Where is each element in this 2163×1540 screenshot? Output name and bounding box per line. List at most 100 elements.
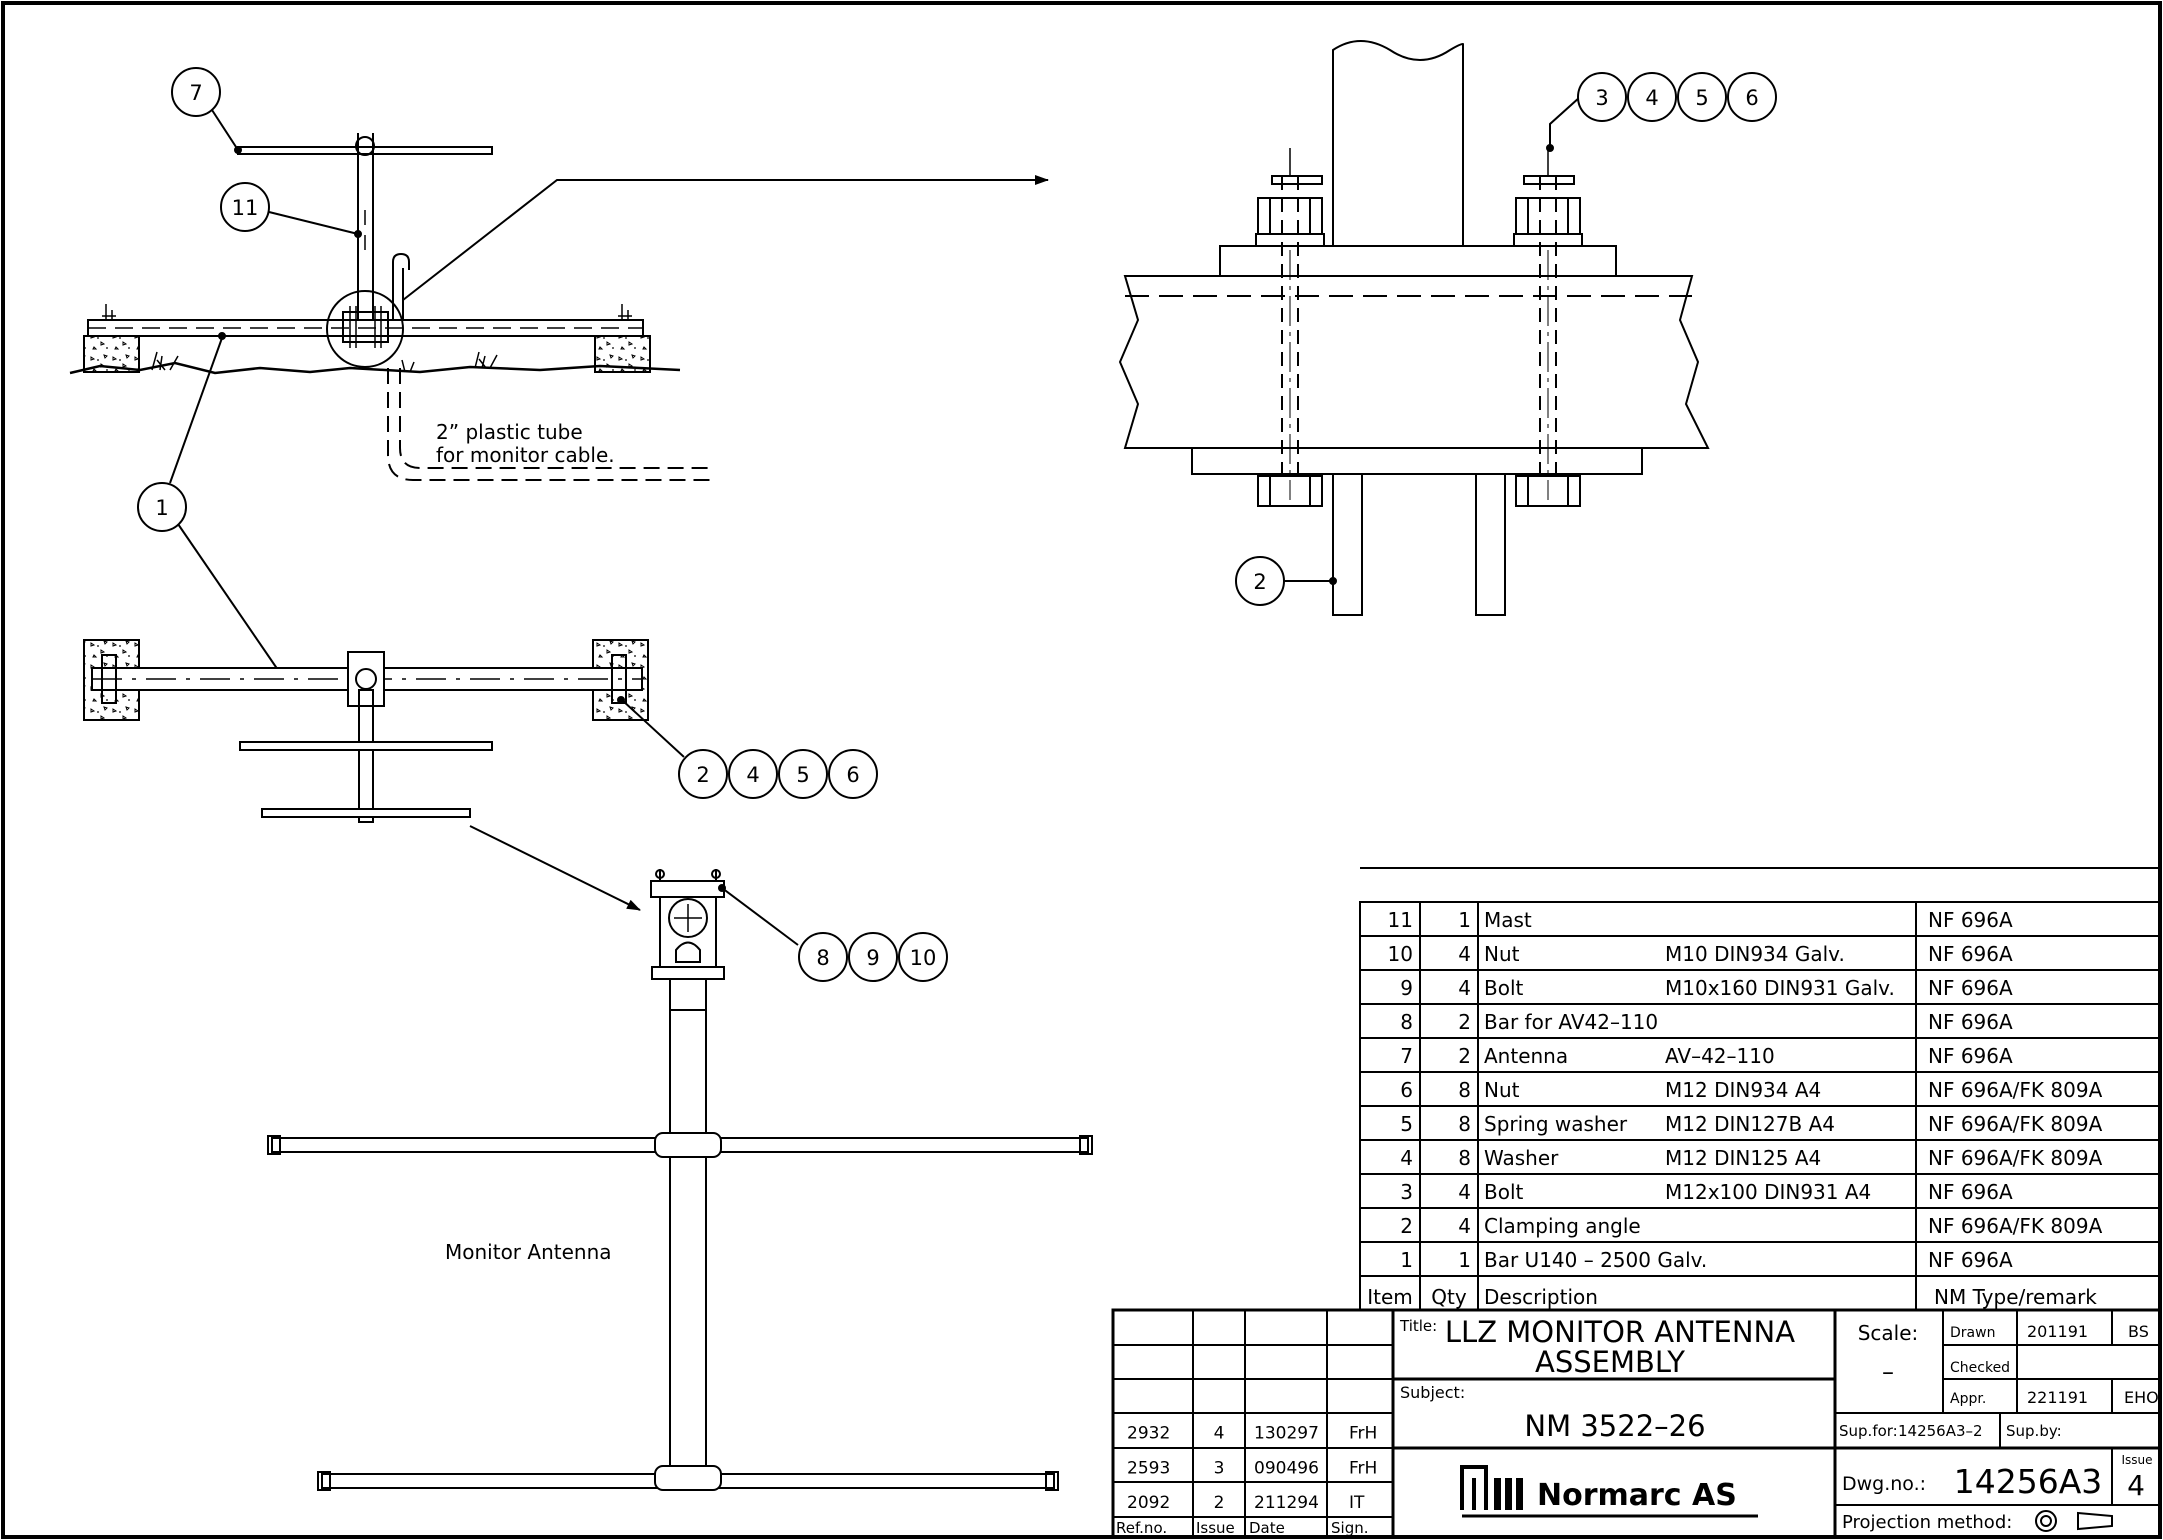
parts-item: 1 [1400, 1248, 1413, 1272]
rev-date: 130297 [1254, 1424, 1319, 1444]
drawn-date: 201191 [2027, 1322, 2088, 1341]
rev-header-ref: Ref.no. [1116, 1519, 1167, 1537]
callout-7-label: 7 [189, 81, 202, 105]
parts-spec: M12 DIN125 A4 [1665, 1146, 1821, 1170]
projection-label: Projection method: [1842, 1512, 2012, 1533]
callout-2456-label: 4 [746, 763, 759, 787]
parts-qty: 4 [1458, 1180, 1471, 1204]
normarc-logo-icon [1460, 1465, 1523, 1510]
monitor-antenna-label: Monitor Antenna [445, 1240, 612, 1264]
rev-header-issue: Issue [1196, 1519, 1235, 1537]
callout-7 [171, 67, 242, 154]
parts-qty: 8 [1458, 1078, 1471, 1102]
rev-ref: 2932 [1127, 1424, 1170, 1444]
parts-type: NF 696A [1928, 976, 2013, 1000]
parts-item: 5 [1400, 1112, 1413, 1136]
parts-desc: Clamping angle [1484, 1214, 1641, 1238]
subject-label: Subject: [1400, 1383, 1465, 1402]
callout-2456-label: 6 [846, 763, 859, 787]
callout-3456-label: 6 [1745, 86, 1758, 110]
appr-date: 221191 [2027, 1388, 2088, 1407]
parts-desc: Bolt [1484, 1180, 1524, 1204]
callout-8910-label: 8 [816, 946, 829, 970]
parts-type: NF 696A [1928, 942, 2013, 966]
rev-header-sign: Sign. [1331, 1519, 1369, 1537]
parts-desc: Bolt [1484, 976, 1524, 1000]
parts-header-desc: Description [1484, 1285, 1598, 1309]
company-name: Normarc AS [1537, 1478, 1737, 1513]
rev-issue: 3 [1214, 1458, 1225, 1478]
callout-1 [137, 332, 283, 676]
callout-2456-leader [617, 696, 685, 758]
rev-issue: 4 [1214, 1424, 1225, 1444]
parts-desc: Nut [1484, 942, 1520, 966]
parts-type: NF 696A [1928, 1180, 2013, 1204]
issue-label: Issue [2121, 1453, 2152, 1467]
dwg-number: 14256A3 [1954, 1462, 2103, 1501]
callout-3456-circle [1577, 72, 1627, 122]
parts-header-type: NM Type/remark [1934, 1285, 2097, 1309]
callout-2456-circle [778, 749, 828, 799]
callout-3456-circle [1627, 72, 1677, 122]
parts-spec: M10 DIN934 Galv. [1665, 942, 1845, 966]
parts-spec: M10x160 DIN931 Galv. [1665, 976, 1895, 1000]
rev-ref: 2593 [1127, 1458, 1170, 1478]
subject-value: NM 3522–26 [1524, 1409, 1705, 1443]
parts-desc: Spring washer [1484, 1112, 1628, 1136]
detail-view [1118, 40, 1710, 616]
rev-ref: 2092 [1127, 1493, 1170, 1513]
callout-3456-circle [1727, 72, 1777, 122]
revision-header: Ref.no. Issue Date Sign. [1116, 1519, 1369, 1537]
parts-qty: 2 [1458, 1044, 1471, 1068]
rev-sign: FrH [1349, 1424, 1377, 1444]
callout-3456-label: 5 [1695, 86, 1708, 110]
side-view [69, 133, 1049, 481]
parts-item: 10 [1388, 942, 1413, 966]
issue-value: 4 [2127, 1469, 2145, 1502]
parts-desc: Washer [1484, 1146, 1559, 1170]
parts-type: NF 696A/FK 809A [1928, 1078, 2103, 1102]
parts-item: 8 [1400, 1010, 1413, 1034]
parts-list-header: Item Qty Description NM Type/remark [1367, 1285, 2097, 1309]
drawing-title-line1: LLZ MONITOR ANTENNA [1445, 1315, 1795, 1349]
rev-sign: IT [1349, 1493, 1365, 1513]
callout-3456-leader [1546, 96, 1581, 152]
parts-type: NF 696A [1928, 1044, 2013, 1068]
drawing-title-line2: ASSEMBLY [1535, 1345, 1685, 1379]
appr-sign: EHO [2124, 1388, 2159, 1407]
callout-8910-leader [718, 884, 799, 946]
parts-spec: M12 DIN934 A4 [1665, 1078, 1821, 1102]
parts-qty: 4 [1458, 976, 1471, 1000]
parts-desc: Antenna [1484, 1044, 1568, 1068]
parts-type: NF 696A/FK 809A [1928, 1112, 2103, 1136]
callout-3456-circle [1677, 72, 1727, 122]
parts-qty: 8 [1458, 1146, 1471, 1170]
parts-header-qty: Qty [1431, 1285, 1467, 1309]
parts-item: 7 [1400, 1044, 1413, 1068]
parts-item: 11 [1388, 908, 1413, 932]
supfor-label: Sup.for: [1839, 1422, 1898, 1440]
parts-qty: 1 [1458, 908, 1471, 932]
parts-header-item: Item [1367, 1285, 1413, 1309]
parts-spec: AV–42–110 [1665, 1044, 1775, 1068]
parts-type: NF 696A [1928, 1248, 2013, 1272]
callout-2456-circle [678, 749, 728, 799]
parts-type: NF 696A [1928, 1010, 2013, 1034]
callout-1-label: 1 [155, 496, 168, 520]
callout-8910-label: 9 [866, 946, 879, 970]
parts-desc: Bar U140 – 2500 Galv. [1484, 1248, 1707, 1272]
callout-8910-circle [848, 932, 898, 982]
callout-11-label: 11 [232, 196, 259, 220]
parts-item: 2 [1400, 1214, 1413, 1238]
tube-note-line1: 2” plastic tube [436, 420, 583, 444]
parts-desc: Mast [1484, 908, 1532, 932]
drawn-label: Drawn [1950, 1325, 1995, 1341]
parts-qty: 4 [1458, 942, 1471, 966]
rev-issue: 2 [1214, 1493, 1225, 1513]
appr-label: Appr. [1950, 1391, 1986, 1407]
parts-qty: 1 [1458, 1248, 1471, 1272]
